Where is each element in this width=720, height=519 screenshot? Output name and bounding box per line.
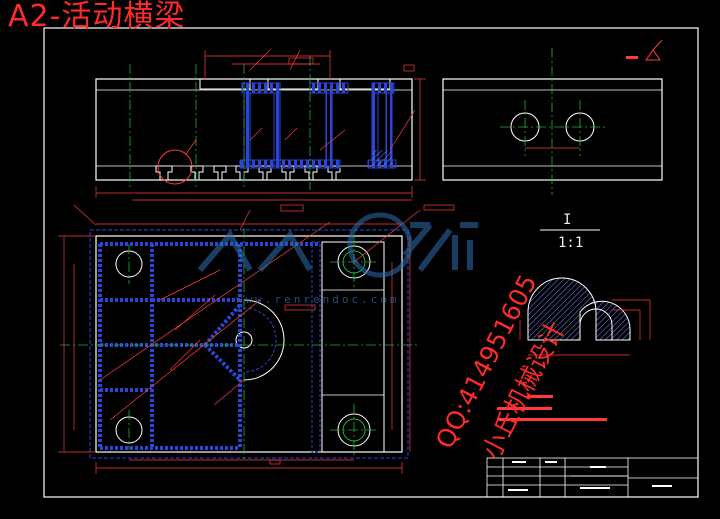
section-label: I (563, 212, 572, 228)
detail-section-i (519, 229, 651, 356)
drawing-title: A2-活动横梁 (8, 0, 186, 34)
front-view-dimensions (95, 49, 426, 212)
technical-notes (497, 395, 607, 421)
section-scale: 1:1 (558, 235, 584, 251)
plan-view-dimensions (58, 204, 455, 474)
drawing-border (43, 27, 699, 498)
title-block (486, 457, 699, 498)
front-view (95, 56, 413, 190)
surface-finish-symbol (626, 39, 663, 61)
side-view (442, 48, 663, 195)
plan-view (60, 228, 420, 462)
watermark-logo (197, 212, 478, 278)
watermark-site: www.renrendoc.com (236, 293, 400, 306)
